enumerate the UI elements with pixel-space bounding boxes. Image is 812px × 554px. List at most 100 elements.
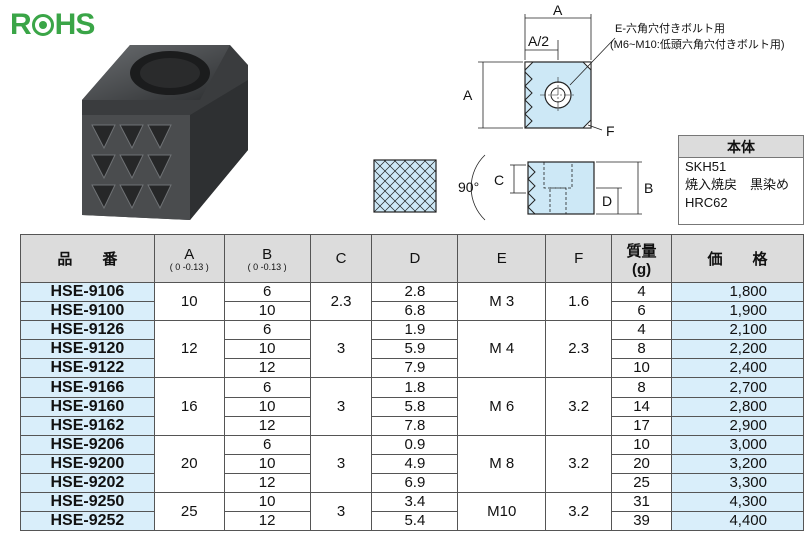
header-mass-label: 質量 <box>626 242 657 260</box>
part-number-cell: HSE-9122 <box>20 358 155 379</box>
dim-b: B <box>644 180 653 196</box>
part-number-cell: HSE-9126 <box>20 320 155 341</box>
c-cell: 2.3 <box>309 281 373 322</box>
e-cell: M 6 <box>457 377 547 436</box>
note-bolt-type: E-六角穴付きボルト用 <box>615 21 725 35</box>
mass-cell: 8 <box>611 339 673 360</box>
part-number-cell: HSE-9202 <box>20 472 155 494</box>
part-number-cell: HSE-9160 <box>20 396 155 417</box>
header-part-number: 品 番 <box>20 234 155 283</box>
dim-a-half: A/2 <box>528 33 549 49</box>
part-number-cell: HSE-9166 <box>20 377 155 398</box>
mass-cell: 20 <box>611 453 673 474</box>
d-cell: 2.8 <box>371 281 459 303</box>
note-bolt-low-head: (M6~M10:低頭六角穴付きボルト用) <box>610 37 785 51</box>
price-cell: 2,400 <box>671 358 804 379</box>
price-cell: 3,300 <box>671 472 804 494</box>
a-cell: 20 <box>153 434 225 494</box>
a-cell: 16 <box>153 377 225 436</box>
technical-drawing: A A/2 A E-六角穴付きボルト用 (M6~M10:低頭六角穴付きボルト用)… <box>373 2 785 221</box>
part-number-cell: HSE-9252 <box>20 511 155 532</box>
price-cell: 4,400 <box>671 511 804 532</box>
part-number-cell: HSE-9106 <box>20 281 155 303</box>
part-number-cell: HSE-9162 <box>20 415 155 436</box>
d-cell: 1.9 <box>371 320 459 341</box>
d-cell: 7.8 <box>371 415 459 436</box>
b-cell: 10 <box>223 492 311 513</box>
header-a: A( 0 -0.13 ) <box>153 234 225 283</box>
b-cell: 10 <box>223 339 311 360</box>
table-header-row: 品 番 A( 0 -0.13 ) B( 0 -0.13 ) C D E F 質量… <box>20 234 804 283</box>
header-c: C <box>309 234 373 283</box>
c-cell: 3 <box>309 434 373 494</box>
dim-a-top: A <box>553 2 563 18</box>
header-mass-unit: (g) <box>631 260 652 278</box>
price-cell: 4,300 <box>671 492 804 513</box>
dim-d: D <box>602 193 612 209</box>
f-cell: 2.3 <box>545 320 613 379</box>
mass-cell: 4 <box>611 281 673 303</box>
header-mass: 質量(g) <box>611 234 673 283</box>
b-cell: 10 <box>223 396 311 417</box>
c-cell: 3 <box>309 492 373 532</box>
f-cell: 3.2 <box>545 377 613 436</box>
material-line: SKH51 <box>685 159 727 174</box>
price-cell: 2,900 <box>671 415 804 436</box>
mass-cell: 4 <box>611 320 673 341</box>
material-line: HRC62 <box>685 195 728 210</box>
a-cell: 25 <box>153 492 225 532</box>
price-cell: 2,200 <box>671 339 804 360</box>
f-cell: 3.2 <box>545 492 613 532</box>
part-number-cell: HSE-9100 <box>20 301 155 322</box>
part-number-cell: HSE-9250 <box>20 492 155 513</box>
b-cell: 10 <box>223 453 311 474</box>
d-cell: 4.9 <box>371 453 459 474</box>
d-cell: 7.9 <box>371 358 459 379</box>
mass-cell: 10 <box>611 434 673 455</box>
f-cell: 3.2 <box>545 434 613 494</box>
price-cell: 2,800 <box>671 396 804 417</box>
header-a-tolerance: ( 0 -0.13 ) <box>169 261 209 272</box>
e-cell: M 8 <box>457 434 547 494</box>
price-cell: 2,100 <box>671 320 804 341</box>
mass-cell: 8 <box>611 377 673 398</box>
header-f: F <box>545 234 613 283</box>
mass-cell: 17 <box>611 415 673 436</box>
dim-angle: 90° <box>458 179 479 195</box>
dim-c: C <box>494 172 504 188</box>
b-cell: 12 <box>223 511 311 532</box>
rohs-logo-hs: HS <box>54 8 96 41</box>
b-cell: 10 <box>223 301 311 322</box>
price-cell: 3,200 <box>671 453 804 474</box>
c-cell: 3 <box>309 377 373 436</box>
mass-cell: 6 <box>611 301 673 322</box>
d-cell: 6.8 <box>371 301 459 322</box>
c-cell: 3 <box>309 320 373 379</box>
e-cell: M 4 <box>457 320 547 379</box>
e-cell: M10 <box>457 492 547 532</box>
part-number-cell: HSE-9206 <box>20 434 155 455</box>
header-d: D <box>371 234 459 283</box>
mass-cell: 25 <box>611 472 673 494</box>
spec-table: 品 番 A( 0 -0.13 ) B( 0 -0.13 ) C D E F 質量… <box>20 234 804 532</box>
mass-cell: 14 <box>611 396 673 417</box>
b-cell: 12 <box>223 358 311 379</box>
dim-a-left: A <box>463 87 473 103</box>
mass-cell: 39 <box>611 511 673 532</box>
header-b-tolerance: ( 0 -0.13 ) <box>247 261 287 272</box>
material-spec-header: 本体 <box>679 136 803 158</box>
b-cell: 12 <box>223 472 311 494</box>
d-cell: 5.4 <box>371 511 459 532</box>
